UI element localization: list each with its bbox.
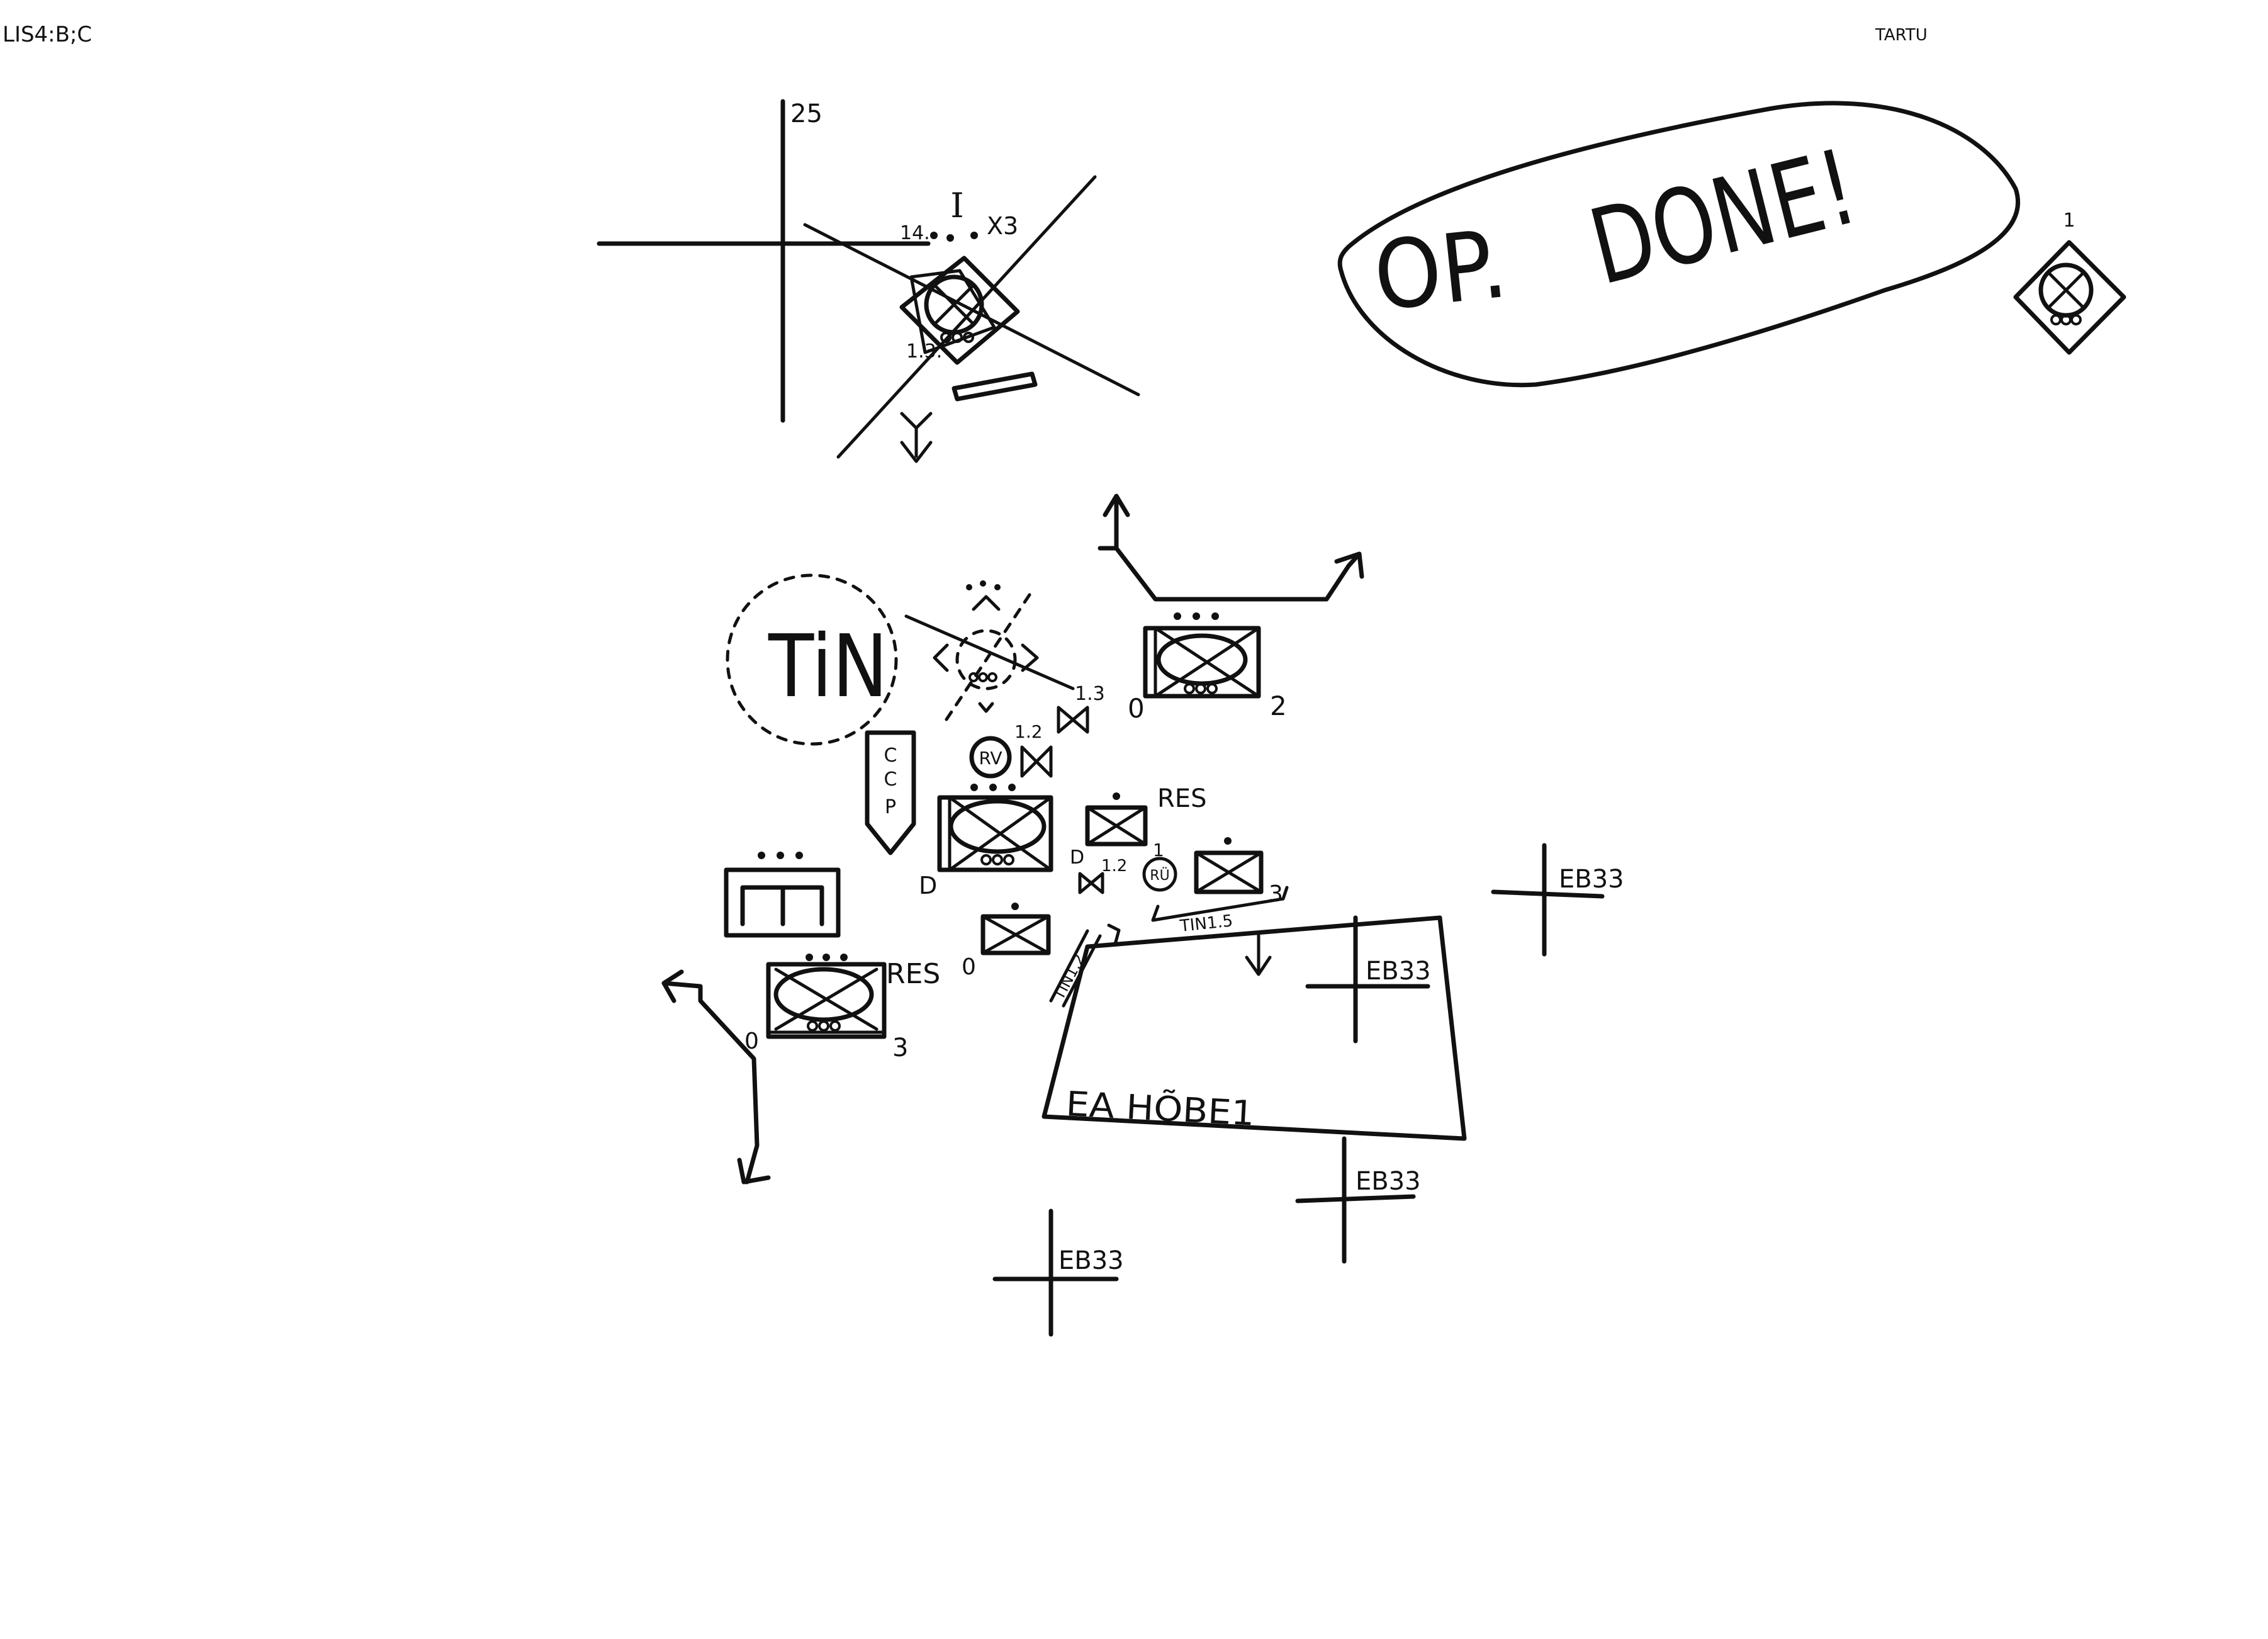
unit-b-wheel-3: [1004, 855, 1013, 864]
unit-b-dot-1: [970, 784, 978, 791]
target-ref-2: EB33: [1308, 918, 1431, 1041]
ccp-letter-2: C: [884, 769, 897, 791]
appendix-ref: LIS4:B;C: [3, 22, 92, 47]
unit-f-inner-symbol: [743, 887, 822, 924]
point-ru-left-label: D: [1070, 847, 1084, 869]
top-unit-designation: 14.: [900, 222, 930, 244]
unit-f-dot-3: [795, 852, 803, 859]
unit-f-dot-2: [777, 852, 784, 859]
unit-g-right-label: 3: [892, 1034, 908, 1062]
unit-a-dot-2: [1193, 612, 1200, 620]
unit-e-left-label: 0: [962, 954, 976, 980]
planned-unit-dot-3: [994, 584, 1001, 590]
status-note-op: OP.: [1369, 210, 1512, 332]
target-ref-4: EB33: [995, 1211, 1124, 1334]
target-ref-2-label: EB33: [1366, 957, 1431, 986]
location-label: TARTU: [1875, 26, 1928, 45]
far-unit-symbol: 1: [2016, 210, 2124, 352]
grid-line-label: 25: [790, 99, 822, 128]
ccp-letter-1: C: [884, 745, 897, 767]
unit-b-dot-3: [1008, 784, 1016, 791]
unit-g-wheel-2: [819, 1022, 828, 1030]
planned-unit-chevron-up: [974, 597, 999, 609]
far-unit-frame: [2016, 242, 2124, 352]
target-ref-1: EB33: [1493, 845, 1624, 954]
unit-a-dot-3: [1211, 612, 1219, 620]
ccp-letter-3: P: [885, 796, 896, 818]
top-unit-dot-2: [946, 234, 954, 242]
unit-c-role-label: RES: [1157, 784, 1206, 813]
unit-f-dot-1: [758, 852, 765, 859]
top-unit-dot-3: [970, 232, 978, 239]
point-ru-label: RÜ: [1150, 867, 1169, 884]
target-ref-1-label: EB33: [1559, 865, 1624, 894]
unit-box-a: 0 2: [1128, 612, 1287, 724]
target-ref-3-horizontal: [1298, 1197, 1413, 1201]
unit-g-dot-1: [806, 954, 813, 961]
point-ru-number: 1: [1153, 840, 1164, 860]
rally-point-label: RV: [979, 748, 1002, 769]
planned-unit-wheel-2: [979, 673, 987, 681]
obstacle-2-label: 1.2: [1014, 721, 1043, 742]
unit-box-c: RES: [1087, 784, 1206, 844]
unit-a-dot-1: [1174, 612, 1181, 620]
unit-g-wheel-1: [808, 1022, 817, 1030]
obstacle-2-icon: [1022, 747, 1051, 776]
obstacle-1-icon: [1058, 707, 1087, 732]
top-unit-symbol: I 14. X3 1.3.: [900, 186, 1035, 461]
far-unit-number: 1: [2063, 210, 2075, 232]
obstacle-3-icon: [1080, 874, 1103, 893]
target-ref-4-label: EB33: [1058, 1246, 1124, 1275]
unit-a-left-label: 0: [1128, 693, 1145, 724]
unit-d-right-label: 3: [1269, 881, 1283, 907]
planned-unit-wheel-1: [970, 673, 977, 681]
unit-b-dot-2: [989, 784, 997, 791]
obstacle-3-label: 1.2: [1101, 857, 1127, 876]
unit-a-right-label: 2: [1270, 690, 1287, 721]
planned-unit-chevron-right: [1023, 645, 1037, 670]
unit-a-wheel-3: [1208, 684, 1216, 693]
unit-box-e: 0: [962, 903, 1048, 980]
unit-box-b: D: [919, 784, 1051, 899]
planned-unit-wheel-3: [989, 673, 996, 681]
planned-unit-symbol: [906, 580, 1073, 725]
unit-c-dot: [1113, 792, 1120, 800]
target-ref-3-label: EB33: [1356, 1167, 1421, 1196]
sector-line-2: [805, 225, 1138, 395]
unit-d-dot: [1224, 837, 1232, 845]
objective-name: TiN: [768, 617, 888, 717]
obstacle-1-label: 1.3: [1075, 683, 1105, 705]
unit-g-role-label: RES: [886, 958, 940, 990]
unit-g-dot-3: [840, 954, 848, 961]
route-left-bracket: [1109, 925, 1119, 944]
planned-unit-dot-2: [980, 580, 986, 587]
top-unit-multiplier: X3: [987, 212, 1018, 240]
flank-boundary-left: [664, 983, 757, 1182]
unit-box-f: [726, 852, 838, 935]
engagement-area-name: EA HÕBE1: [1065, 1084, 1255, 1134]
target-ref-3: EB33: [1298, 1139, 1421, 1261]
unit-e-dot: [1011, 903, 1019, 910]
unit-b-wheel-2: [993, 855, 1002, 864]
planned-unit-chevron-left: [935, 645, 947, 670]
unit-b-wheel-1: [982, 855, 991, 864]
top-unit-arrow-stem: [902, 414, 931, 428]
status-note-done: DONE!: [1579, 127, 1868, 308]
top-unit-dot-1: [930, 232, 938, 239]
unit-box-d: 3: [1196, 837, 1283, 907]
unit-g-dot-2: [822, 954, 830, 961]
unit-b-left-label: D: [919, 872, 937, 899]
far-unit-wheel-3: [2072, 315, 2080, 324]
top-unit-number: 1.3.: [906, 341, 942, 363]
unit-box-g: RES 3 0: [744, 954, 940, 1062]
planned-unit-chevron-down: [980, 704, 992, 711]
planned-unit-dot-1: [966, 584, 972, 590]
unit-g-wheel-3: [831, 1022, 839, 1030]
unit-a-wheel-1: [1185, 684, 1194, 693]
far-unit-wheel-1: [2052, 315, 2060, 324]
top-unit-echelon: I: [950, 186, 963, 225]
flank-boundary-right: [1116, 500, 1359, 599]
top-unit-bar: [954, 374, 1035, 399]
